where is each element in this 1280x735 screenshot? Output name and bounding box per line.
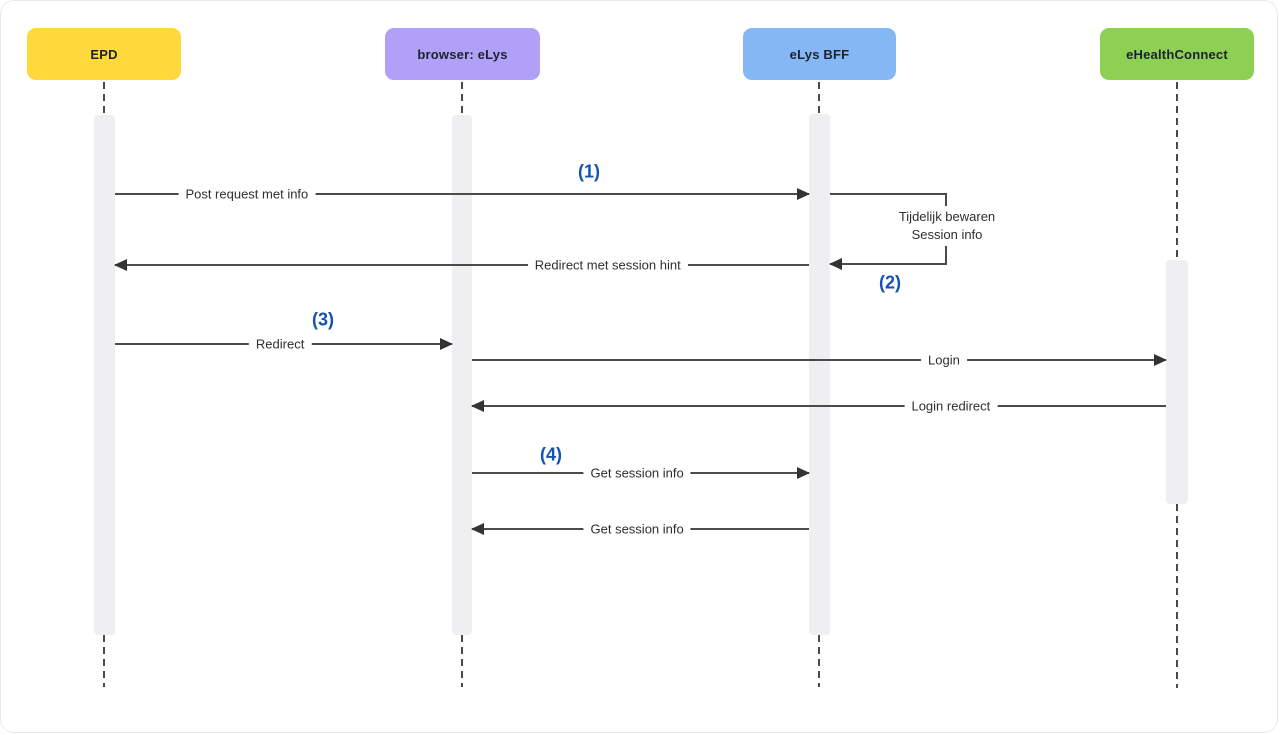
message-label: Login redirect: [904, 398, 998, 414]
message-arrow-post-request: Post request met info: [115, 186, 810, 202]
actor-box-epd: EPD: [27, 28, 181, 80]
actor-box-ehealthconnect: eHealthConnect: [1100, 28, 1254, 80]
lifeline-bff-top: [818, 82, 820, 114]
actor-box-elys-bff: eLys BFF: [743, 28, 896, 80]
arrowhead-left-icon: [829, 258, 842, 270]
self-message-label: Tijdelijk bewaren Session info: [893, 206, 1001, 246]
lifeline-epd-bottom: [103, 635, 105, 687]
self-message-loop-top: [830, 193, 947, 195]
actor-label-epd: EPD: [90, 46, 118, 62]
step-annotation-3: (3): [312, 309, 334, 330]
self-message-line-1: Tijdelijk bewaren: [898, 209, 996, 224]
step-annotation-4: (4): [540, 444, 562, 465]
message-arrow-get-session-info: Get session info: [472, 465, 810, 481]
arrowhead-right-icon: [797, 467, 810, 479]
message-label: Get session info: [583, 465, 691, 481]
arrowhead-left-icon: [471, 523, 484, 535]
message-arrow-login-redirect: Login redirect: [471, 398, 1166, 414]
actor-label-ehealthconnect: eHealthConnect: [1126, 46, 1228, 62]
activation-bar-browser: [452, 115, 472, 635]
arrowhead-right-icon: [440, 338, 453, 350]
message-label: Redirect met session hint: [527, 257, 688, 273]
self-message-loop-return: [829, 258, 947, 270]
lifeline-browser-top: [461, 82, 463, 115]
lifeline-bff-bottom: [818, 635, 820, 687]
message-arrow-redirect: Redirect: [115, 336, 453, 352]
activation-bar-ehealthconnect: [1166, 260, 1188, 504]
arrowhead-right-icon: [1154, 354, 1167, 366]
step-annotation-2: (2): [879, 272, 901, 293]
arrowhead-right-icon: [797, 188, 810, 200]
activation-bar-epd: [94, 115, 115, 635]
actor-label-elys-bff: eLys BFF: [789, 46, 850, 62]
message-arrow-redirect-session-hint: Redirect met session hint: [114, 257, 809, 273]
lifeline-ehealthconnect-bottom: [1176, 504, 1178, 688]
message-label: Get session info: [583, 521, 691, 537]
message-label: Redirect: [248, 336, 312, 352]
arrowhead-left-icon: [114, 259, 127, 271]
actor-label-browser-elys: browser: eLys: [417, 46, 508, 62]
step-annotation-1: (1): [578, 161, 600, 182]
lifeline-browser-bottom: [461, 635, 463, 687]
lifeline-ehealthconnect-top: [1176, 82, 1178, 260]
message-label: Post request met info: [178, 186, 316, 202]
message-arrow-get-session-info-return: Get session info: [471, 521, 809, 537]
message-arrow-login: Login: [472, 352, 1167, 368]
lifeline-epd-top: [103, 82, 105, 115]
message-label: Login: [921, 352, 967, 368]
arrowhead-left-icon: [471, 400, 484, 412]
actor-box-browser-elys: browser: eLys: [385, 28, 540, 80]
self-message-line-2: Session info: [911, 227, 983, 242]
activation-bar-bff: [809, 114, 830, 635]
